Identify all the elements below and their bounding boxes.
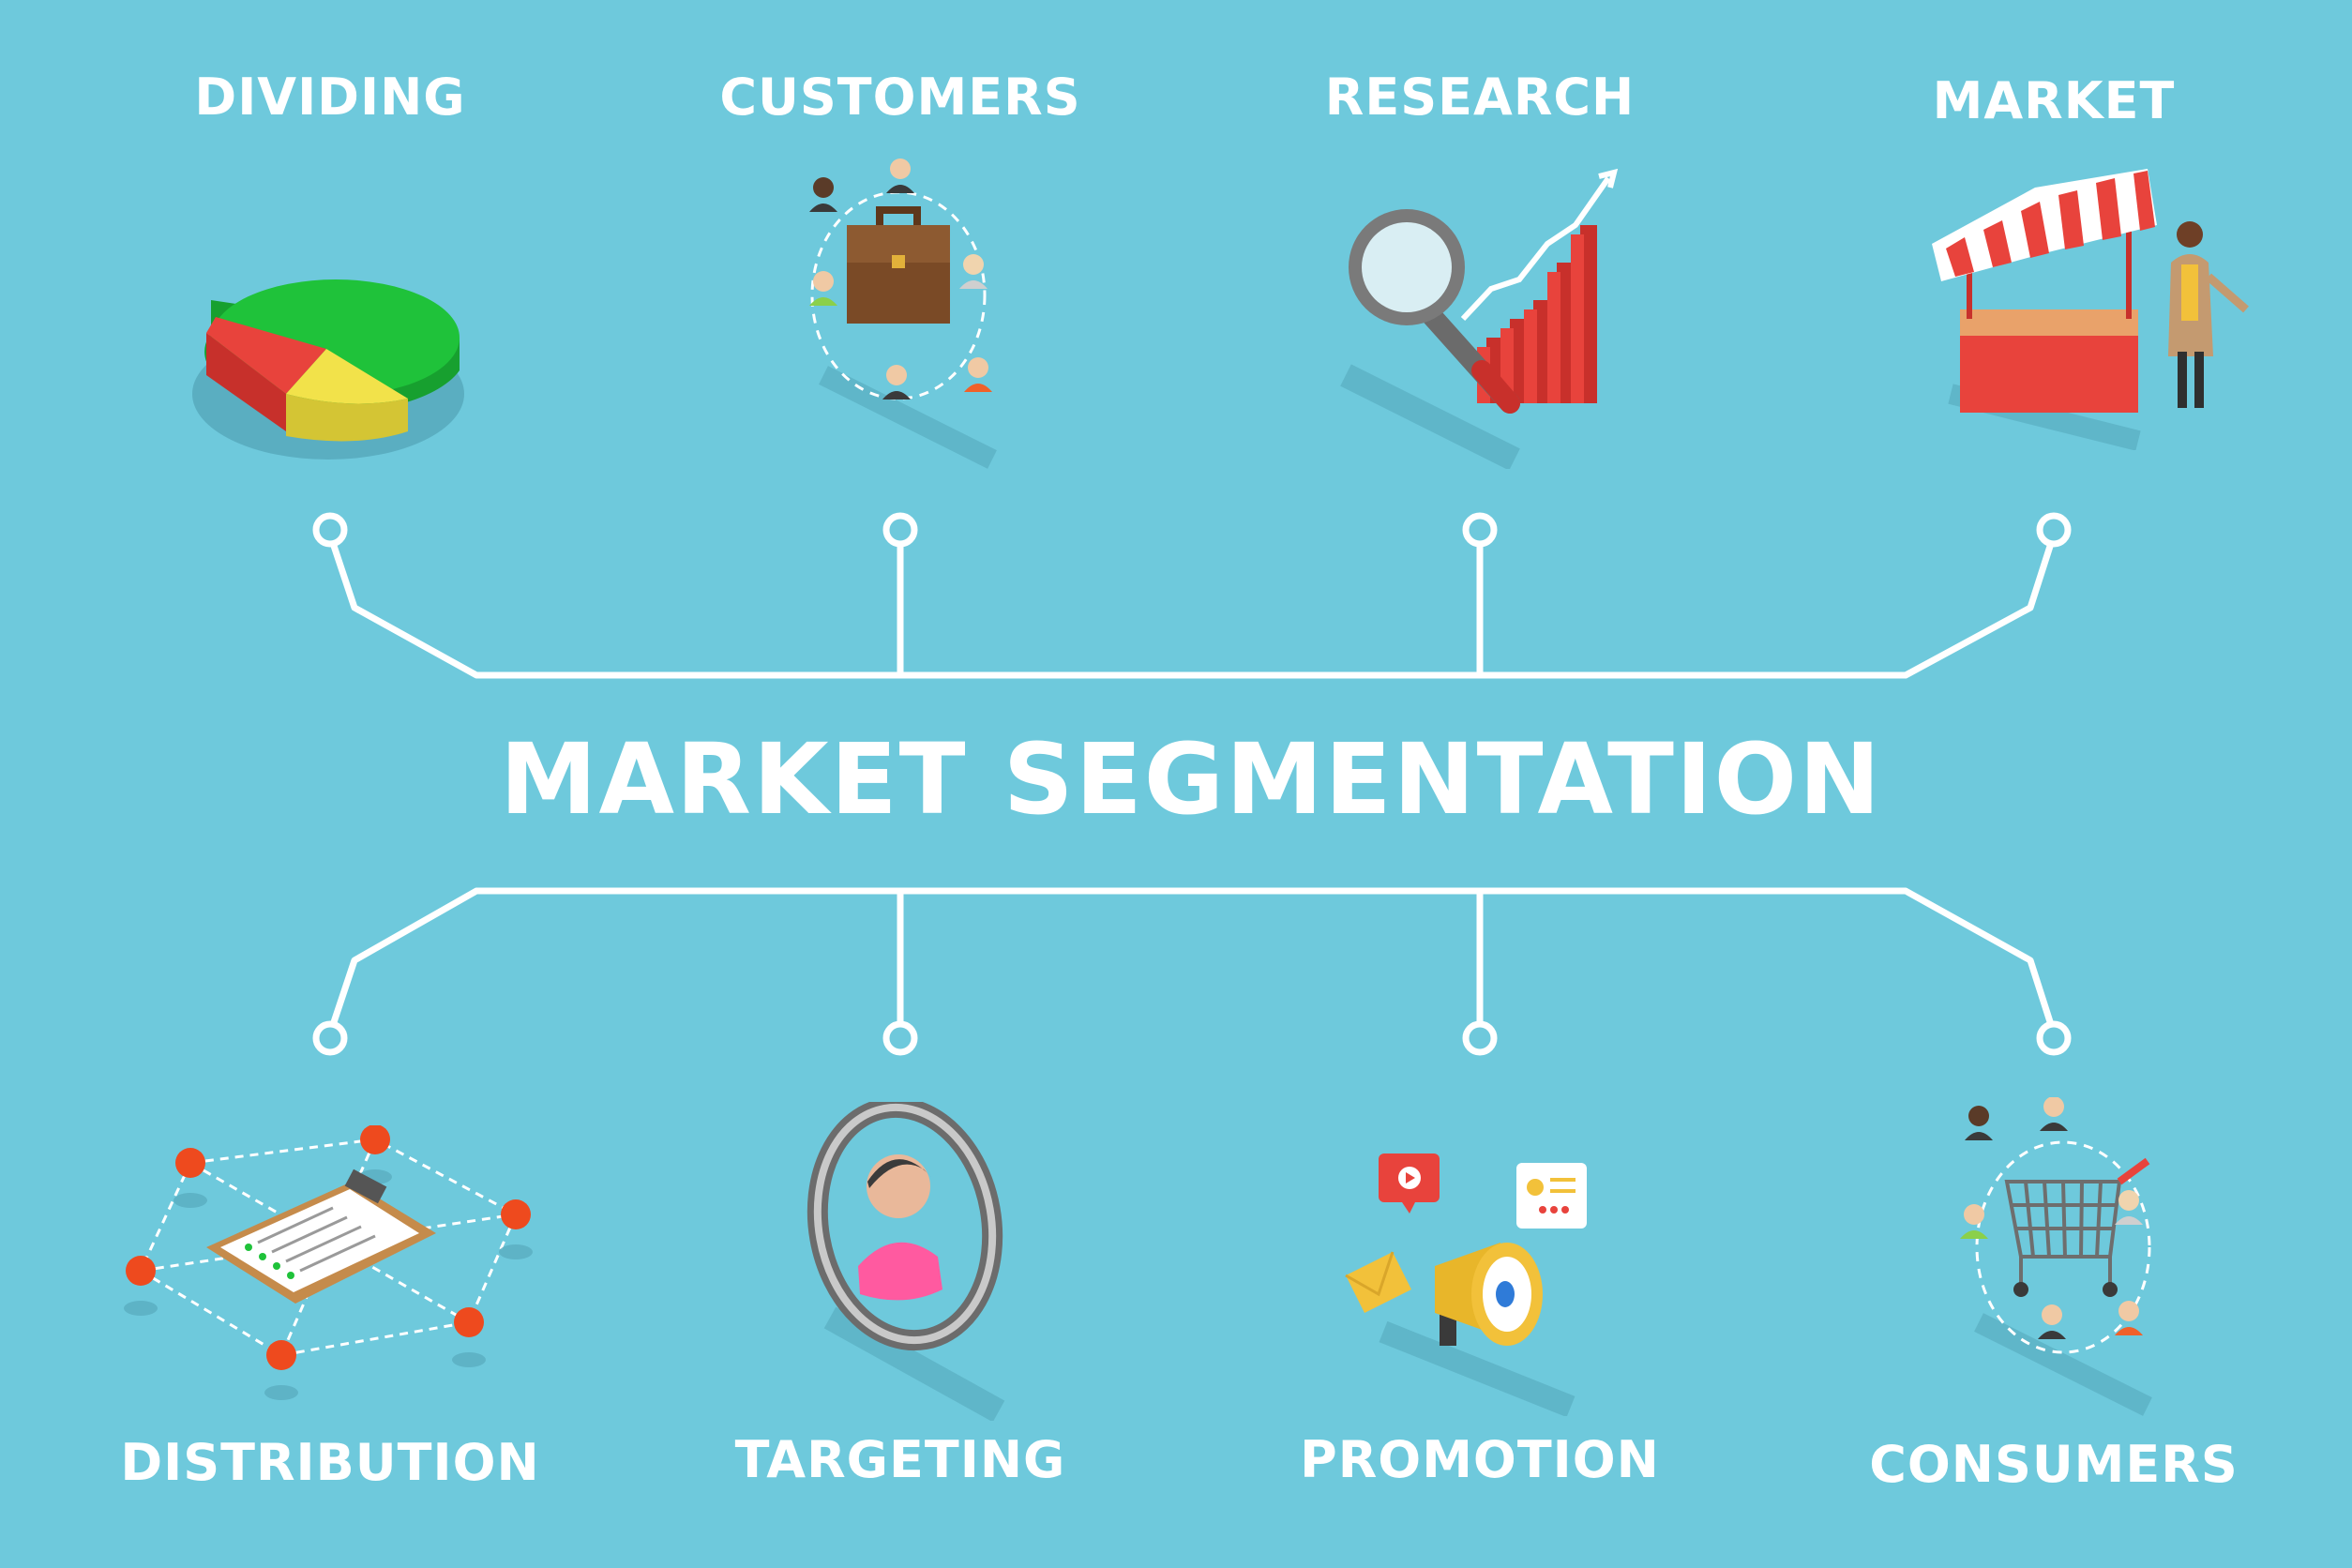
shopping-cart-network-icon: [1960, 1097, 2152, 1416]
node-customers: [882, 512, 918, 548]
label-targeting: TARGETING: [734, 1430, 1066, 1489]
label-promotion: PROMOTION: [1300, 1430, 1660, 1489]
node-dividing: [312, 512, 348, 548]
top-connector-market: [1191, 533, 2058, 679]
bottom-connector-consumers: [1191, 887, 2058, 1035]
market-stall-icon: [1932, 169, 2249, 450]
label-dividing: DIVIDING: [194, 68, 466, 127]
node-promotion: [1462, 1020, 1498, 1056]
node-consumers: [2036, 1020, 2072, 1056]
magnifier-growth-chart-icon: [1340, 169, 1619, 469]
label-consumers: CONSUMERS: [1869, 1435, 2239, 1494]
node-targeting: [882, 1020, 918, 1056]
briefcase-network-icon: [809, 158, 997, 469]
target-person-icon: [807, 1102, 1005, 1421]
label-market: MARKET: [1932, 71, 2176, 130]
label-research: RESEARCH: [1324, 68, 1636, 127]
label-distribution: DISTRIBUTION: [120, 1433, 540, 1492]
node-research: [1462, 512, 1498, 548]
clipboard-network-icon: [124, 1125, 533, 1400]
diagram-title: MARKET SEGMENTATION: [499, 722, 1883, 837]
label-customers: CUSTOMERS: [719, 68, 1081, 127]
megaphone-icon: [1345, 1153, 1587, 1416]
bottom-connector-distribution: [326, 887, 1191, 1035]
node-distribution: [312, 1020, 348, 1056]
top-connector-dividing: [326, 533, 1191, 679]
node-market: [2036, 512, 2072, 548]
pie-chart-icon: [192, 279, 464, 460]
